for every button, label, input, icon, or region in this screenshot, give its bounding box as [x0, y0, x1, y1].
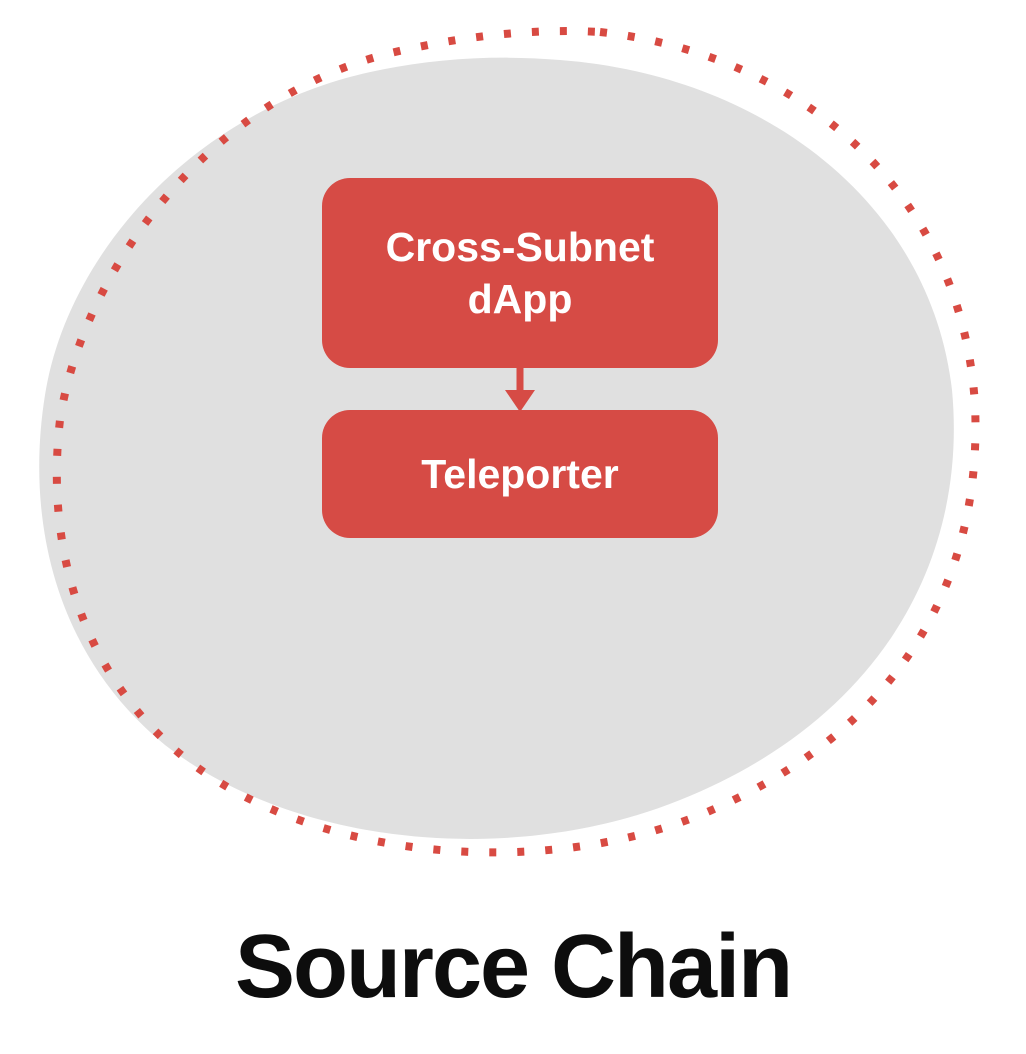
arrow-down-icon [505, 368, 535, 412]
node-teleporter-label: Teleporter [421, 450, 619, 497]
node-cross-subnet-dapp: Cross-Subnet dApp [322, 178, 718, 368]
diagram-title: Source Chain [234, 917, 793, 1017]
node-cross-subnet-dapp-label: Cross-Subnet dApp [385, 223, 655, 322]
subnet-dotted-border [52, 27, 980, 857]
node-teleporter: Teleporter [322, 410, 718, 538]
